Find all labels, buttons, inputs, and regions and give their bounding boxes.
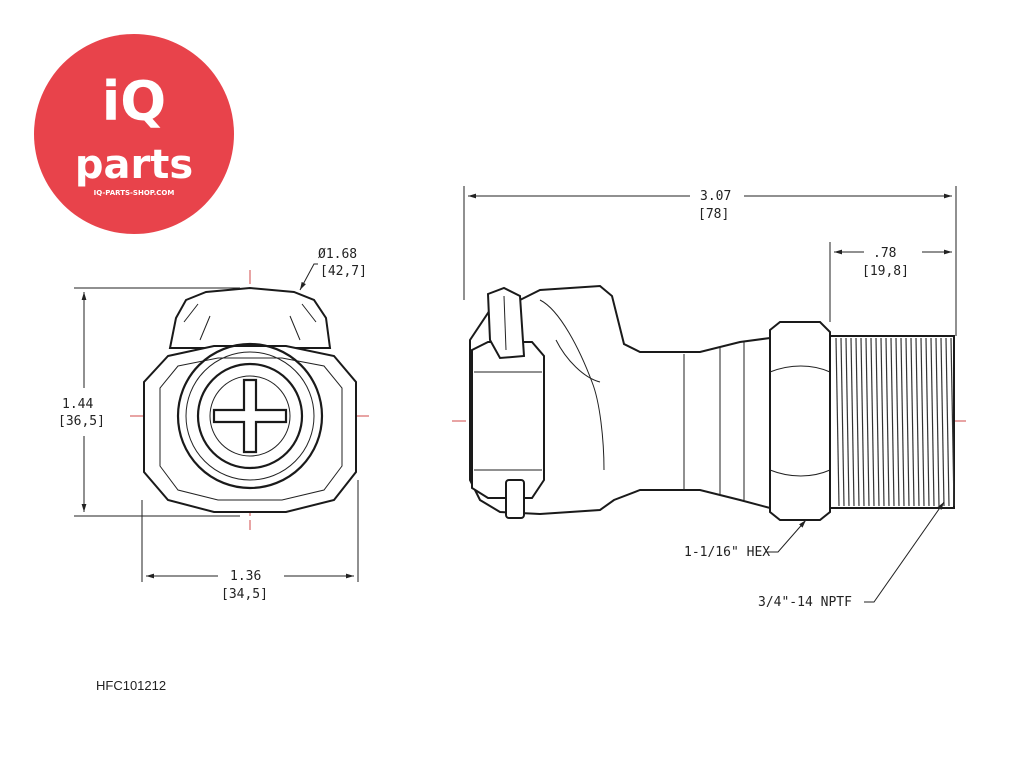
end-view-valve-cross bbox=[212, 378, 288, 454]
end-view-hex-inner bbox=[159, 357, 343, 501]
thread-line bbox=[935, 337, 940, 507]
thread-line bbox=[930, 337, 935, 507]
side-view-latch-line bbox=[503, 295, 507, 351]
thread-line bbox=[890, 337, 895, 507]
thread-line bbox=[875, 337, 880, 507]
end-view-valve-ring bbox=[209, 375, 291, 457]
end-view-width-label: 1.36 bbox=[230, 569, 261, 584]
side-view-rear-hex-flat-top bbox=[769, 365, 831, 373]
logo-brand-top: iQ bbox=[102, 70, 166, 133]
thread-line bbox=[870, 337, 875, 507]
side-view-thread-lines bbox=[835, 337, 955, 507]
end-view-latch bbox=[168, 286, 332, 349]
end-view-height-label: 1.44 bbox=[62, 397, 93, 412]
logo-brand-bottom: parts bbox=[75, 142, 193, 188]
thread-line bbox=[885, 337, 890, 507]
thread-line bbox=[925, 337, 930, 507]
thread-line bbox=[860, 337, 865, 507]
side-view-rear-hex-flat-bottom bbox=[769, 469, 831, 477]
thread-line bbox=[905, 337, 910, 507]
side-view-thread-callout: 3/4"-14 NPTF bbox=[758, 595, 852, 610]
iq-parts-logo[interactable]: iQ parts IQ-PARTS-SHOP.COM bbox=[34, 34, 234, 234]
end-view-inner-ring bbox=[196, 362, 304, 470]
side-view-neck-curve bbox=[555, 339, 601, 383]
side-view-length-label: 3.07 bbox=[700, 189, 731, 204]
thread-line bbox=[950, 337, 955, 507]
side-view-bottom-tab bbox=[505, 479, 525, 519]
thread-line bbox=[855, 337, 860, 507]
end-view: Ø1.68 [42,7] 1.44 [36,5] 1.36 [34,5] bbox=[58, 247, 372, 602]
thread-line bbox=[900, 337, 905, 507]
end-view-width-metric: [34,5] bbox=[221, 587, 268, 602]
side-view-hex-callout: 1-1/16" HEX bbox=[684, 545, 770, 560]
thread-line bbox=[940, 337, 945, 507]
end-view-diameter-leader bbox=[299, 263, 318, 291]
logo-circle bbox=[34, 34, 234, 234]
thread-line bbox=[915, 337, 920, 507]
thread-line bbox=[840, 337, 845, 507]
end-view-hex-body bbox=[143, 345, 357, 513]
thread-line bbox=[845, 337, 850, 507]
end-view-middle-ring bbox=[185, 351, 315, 481]
thread-line bbox=[850, 337, 855, 507]
side-view-thread-length-metric: [19,8] bbox=[862, 264, 909, 279]
thread-line bbox=[910, 337, 915, 507]
part-number: HFC101212 bbox=[96, 678, 166, 693]
side-view-latch bbox=[486, 286, 526, 360]
side-view-front-hex bbox=[471, 341, 545, 499]
side-view-thread-length-label: .78 bbox=[873, 246, 896, 261]
side-view-latch-curve bbox=[539, 299, 605, 471]
end-view-height-metric: [36,5] bbox=[58, 414, 105, 429]
side-view-rear-hex bbox=[769, 321, 831, 521]
end-view-diameter-label: Ø1.68 bbox=[318, 247, 357, 262]
thread-line bbox=[895, 337, 900, 507]
end-view-diameter-metric: [42,7] bbox=[320, 264, 367, 279]
side-view-thread-leader bbox=[864, 501, 945, 603]
thread-line bbox=[865, 337, 870, 507]
end-view-latch-detail bbox=[183, 303, 317, 341]
thread-line bbox=[945, 337, 950, 507]
logo-website: IQ-PARTS-SHOP.COM bbox=[94, 189, 175, 197]
side-view: 3.07 [78] .78 [19,8] 1-1/16" HEX 3/4"-14… bbox=[452, 186, 966, 610]
thread-line bbox=[835, 337, 840, 507]
thread-line bbox=[880, 337, 885, 507]
side-view-hex-leader bbox=[766, 519, 807, 553]
side-view-length-metric: [78] bbox=[698, 207, 729, 222]
end-view-outer-ring bbox=[176, 342, 324, 490]
thread-line bbox=[920, 337, 925, 507]
